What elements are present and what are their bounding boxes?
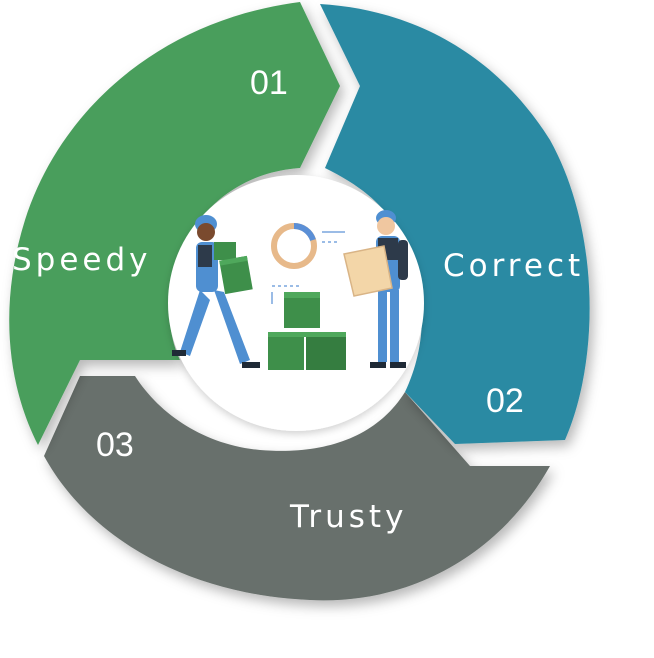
segment-correct [320,4,590,444]
segment-trusty [44,376,550,601]
segment-number-02: 02 [486,382,524,420]
segment-label-trusty: Trusty [289,499,407,535]
segment-label-speedy: Speedy [12,242,152,278]
center-illustration [172,210,408,370]
segment-number-03: 03 [96,426,134,464]
box-stack-icon [268,292,346,370]
worker-carrying-icon [172,215,260,368]
worker-document-icon [343,210,408,368]
segment-number-01: 01 [250,64,288,102]
ring-chart-icon [271,223,317,269]
data-lines-icon [271,231,345,304]
segment-speedy [9,2,340,445]
segment-label-correct: Correct [443,248,584,284]
